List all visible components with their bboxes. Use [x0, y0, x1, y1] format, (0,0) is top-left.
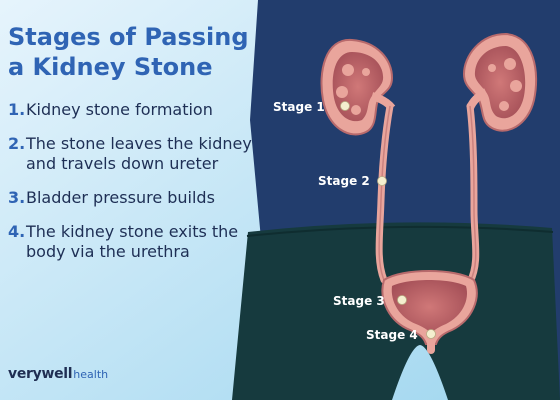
step-item: 1. Kidney stone formation — [8, 100, 264, 120]
stone-stage4 — [426, 329, 436, 339]
bladder — [381, 270, 478, 345]
brand-logo: verywellhealth — [8, 366, 108, 382]
step-number: 1. — [8, 100, 26, 119]
step-text: Kidney stone formation — [26, 100, 213, 119]
step-number: 4. — [8, 222, 26, 241]
step-text: Bladder pressure builds — [26, 188, 215, 207]
stage-1-label: Stage 1 — [273, 100, 325, 114]
step-number: 3. — [8, 188, 26, 207]
steps-list: 1. Kidney stone formation 2. The stone l… — [8, 100, 264, 276]
text-panel: Stages of Passing a Kidney Stone 1. Kidn… — [0, 0, 268, 400]
step-text: The stone leaves the kidney and travels … — [26, 134, 252, 173]
stage-4-label: Stage 4 — [366, 328, 418, 342]
brand-suffix: health — [73, 368, 109, 381]
step-item: 3. Bladder pressure builds — [8, 188, 264, 208]
step-number: 2. — [8, 134, 26, 153]
step-item: 2. The stone leaves the kidney and trave… — [8, 134, 264, 174]
step-item: 4. The kidney stone exits the body via t… — [8, 222, 264, 262]
title-line-2: a Kidney Stone — [8, 53, 213, 81]
title-line-1: Stages of Passing — [8, 23, 249, 51]
stone-stage3 — [397, 295, 407, 305]
stage-2-label: Stage 2 — [318, 174, 370, 188]
stage-3-label: Stage 3 — [333, 294, 385, 308]
page-title: Stages of Passing a Kidney Stone — [8, 22, 258, 82]
stone-stage1 — [340, 101, 350, 111]
step-text: The kidney stone exits the body via the … — [26, 222, 239, 261]
brand-name: verywell — [8, 366, 73, 382]
stone-stage2 — [377, 176, 387, 186]
